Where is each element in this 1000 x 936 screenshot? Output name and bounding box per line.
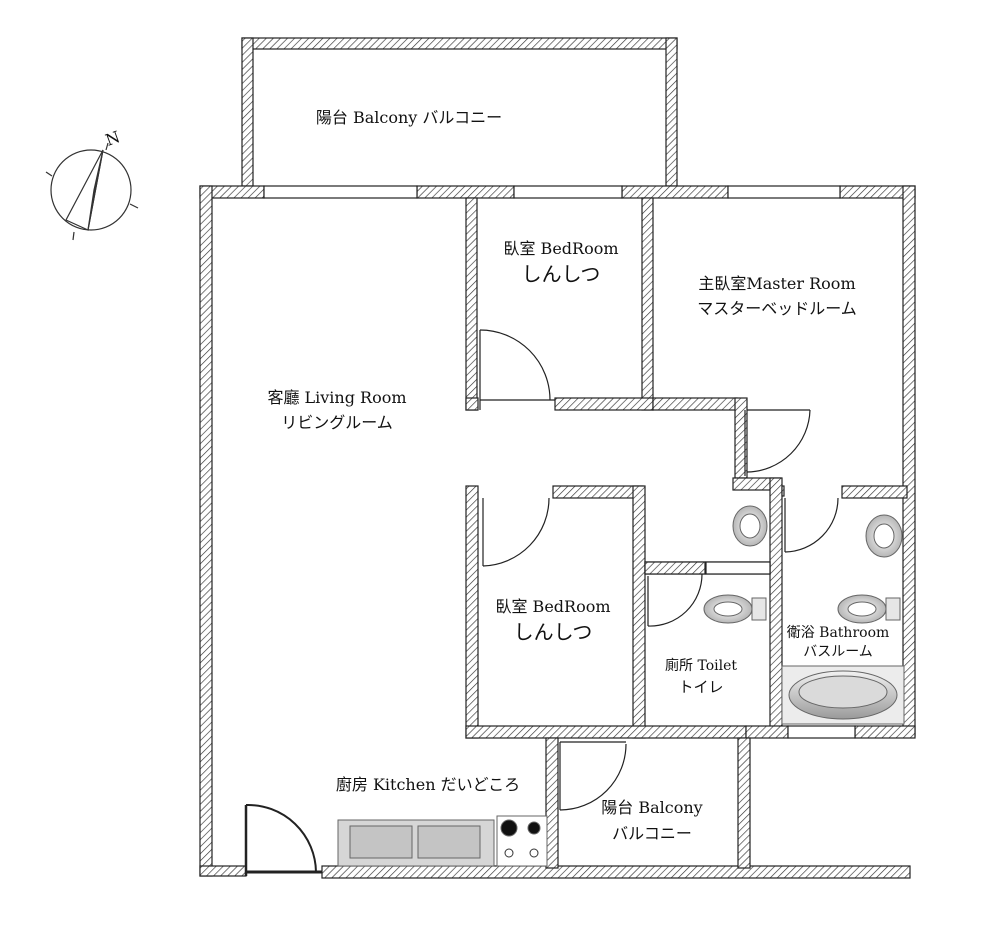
bedroom-top-label-ja: しんしつ xyxy=(522,262,601,286)
bedroom-mid-label-ja: しんしつ xyxy=(514,620,593,644)
bathroom-label: 衛浴 Bathroom xyxy=(787,625,890,641)
balcony-bottom-label-ja: バルコニー xyxy=(612,824,692,843)
balcony-top-label: 陽台 Balcony バルコニー xyxy=(316,108,502,127)
kitchen-label: 廚房 Kitchen だいどころ xyxy=(336,775,520,794)
master-room-label-ja: マスターベッドルーム xyxy=(697,299,857,318)
living-room-label: 客廳 Living Room xyxy=(267,388,406,407)
balcony-bottom-label: 陽台 Balcony xyxy=(601,798,702,817)
room-labels: 陽台 Balcony バルコニー 客廳 Living Room リビングルーム … xyxy=(267,108,889,843)
compass-icon xyxy=(45,142,139,241)
compass-north-label: N xyxy=(103,127,123,150)
walls xyxy=(199,37,916,879)
doors xyxy=(244,329,839,876)
bedroom-top-label: 臥室 BedRoom xyxy=(503,239,618,258)
toilet-label: 廁所 Toilet xyxy=(665,657,737,674)
toilet-label-ja: トイレ xyxy=(678,678,723,696)
bedroom-mid-label: 臥室 BedRoom xyxy=(495,597,610,616)
master-room-label: 主臥室Master Room xyxy=(698,274,855,293)
living-room-label-ja: リビングルーム xyxy=(281,413,393,432)
bathroom-label-ja: バスルーム xyxy=(803,644,873,660)
fixtures xyxy=(337,505,905,867)
